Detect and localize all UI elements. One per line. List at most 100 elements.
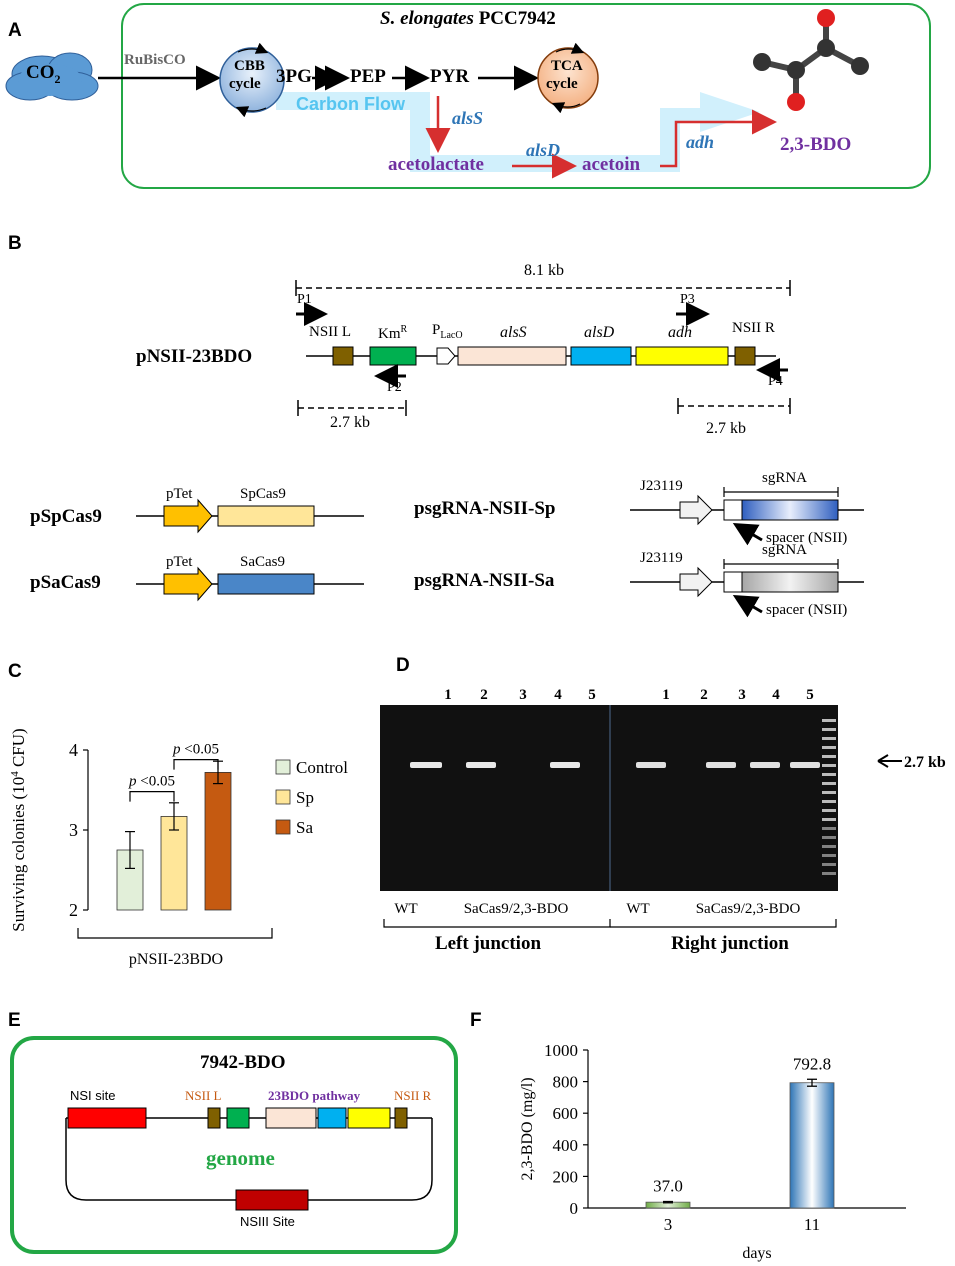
ladder-band — [822, 845, 836, 848]
panel-label-e: E — [8, 1010, 21, 1031]
nsiii-site-block — [235, 1189, 309, 1211]
bar-sa — [204, 772, 232, 911]
organism-title: S. elongates PCC7942 — [380, 8, 556, 29]
spcas9-label: SpCas9 — [240, 486, 286, 502]
ladder-band — [822, 773, 836, 776]
spacer-block-2 — [723, 571, 743, 593]
nsii-l-label: NSII L — [309, 324, 352, 340]
data-label: 792.8 — [793, 1054, 831, 1073]
y-tick-label: 1000 — [544, 1041, 578, 1060]
nsii-r-block-e — [394, 1107, 408, 1129]
construct-psgrna-sa: psgRNA-NSII-Sa — [414, 570, 555, 591]
bar-sp — [160, 815, 188, 911]
ladder-band — [822, 755, 836, 758]
co2-label: CO2 — [26, 62, 61, 86]
left-junction-label: Left junction — [435, 933, 542, 954]
ladder-band — [822, 746, 836, 749]
km-block — [369, 346, 417, 366]
size-left: 2.7 kb — [330, 414, 370, 431]
gel-band — [790, 762, 820, 768]
km-block-e — [226, 1107, 250, 1129]
y-tick-label: 800 — [553, 1073, 579, 1092]
ladder-band — [822, 818, 836, 821]
lane-label-right: 3 — [738, 687, 746, 703]
ladder-band — [822, 872, 836, 875]
panel-e-diagram — [10, 1036, 458, 1254]
wt-label-right: WT — [626, 901, 649, 917]
significance-label: p <0.05 — [128, 774, 175, 790]
panel-label-f: F — [470, 1010, 482, 1031]
nsiii-site-label: NSIII Site — [240, 1214, 295, 1229]
construct-psacas9: pSaCas9 — [30, 572, 101, 593]
legend-label-sa: Sa — [296, 818, 313, 837]
bdo-molecule-icon — [753, 9, 869, 111]
nsii-l-block — [332, 346, 354, 366]
panel-a-diagram — [5, 3, 931, 189]
spcas9-block — [217, 505, 315, 527]
lane-label-right: 4 — [772, 687, 780, 703]
nsi-site-block — [67, 1107, 147, 1129]
legend-swatch-sp — [275, 789, 291, 805]
ptet-arrow-2 — [163, 566, 213, 602]
ladder-band — [822, 809, 836, 812]
gel-band — [636, 762, 666, 768]
significance-label: p <0.05 — [172, 742, 219, 758]
adh-block — [635, 346, 729, 366]
legend-label-sp: Sp — [296, 788, 314, 807]
pathway-label-e: 23BDO pathway — [268, 1088, 361, 1103]
gel-band — [550, 762, 580, 768]
ptet-label-2: pTet — [166, 554, 193, 570]
gel-image — [380, 705, 838, 891]
cbb-label-1: CBB — [234, 58, 265, 74]
ptet-label-1: pTet — [166, 486, 193, 502]
ladder-band — [822, 737, 836, 740]
cell-frame — [121, 3, 931, 189]
lane-label-left: 2 — [480, 687, 488, 703]
panel-label-c: C — [8, 661, 22, 682]
j23119-label-2: J23119 — [640, 550, 683, 566]
metabolite-3pg: 3PG — [276, 66, 312, 87]
gel-band — [410, 762, 442, 768]
panel-label-d: D — [396, 655, 410, 676]
alsd-block — [570, 346, 632, 366]
lane-label-right: 5 — [806, 687, 814, 703]
lane-label-right: 2 — [700, 687, 708, 703]
sacas9-label: SaCas9 — [240, 554, 285, 570]
panel-label-b: B — [8, 233, 22, 254]
lane-label-right: 1 — [662, 687, 670, 703]
significance-bracket — [173, 759, 219, 770]
ladder-band — [822, 854, 836, 857]
placo-label: PLacO — [432, 322, 463, 341]
left-junction-bracket — [383, 919, 611, 928]
right-junction-label: Right junction — [671, 933, 789, 954]
carbon-flow-label: Carbon Flow — [296, 94, 405, 114]
sacas-label-left: SaCas9/2,3-BDO — [464, 901, 569, 917]
ladder-band — [822, 728, 836, 731]
nsii-r-label: NSII R — [732, 320, 775, 336]
adh-label: adh — [668, 324, 692, 341]
legend-swatch-control — [275, 759, 291, 775]
sacas9-block — [217, 573, 315, 595]
metabolite-pep: PEP — [350, 66, 386, 87]
primer-p2: P2 — [387, 380, 402, 395]
j23119-promoter-2 — [679, 566, 713, 598]
construct-pspcas9: pSpCas9 — [30, 506, 102, 527]
metabolite-pyr: PYR — [430, 66, 470, 87]
gel-band — [750, 762, 780, 768]
tca-label-2: cycle — [546, 76, 578, 92]
gel-band — [706, 762, 736, 768]
cbb-cycle-circle — [219, 47, 285, 113]
ladder-band — [822, 719, 836, 722]
metabolite-acetolactate: acetolactate — [388, 154, 484, 175]
sgrna-label-2: sgRNA — [762, 542, 808, 558]
x-axis-label: pNSII-23BDO — [129, 951, 223, 968]
y-tick-label: 2 — [69, 900, 78, 920]
x-tick-label: 3 — [664, 1215, 673, 1234]
legend-label-control: Control — [296, 758, 348, 777]
construct-pnsii-23bdo: pNSII-23BDO — [136, 346, 253, 367]
placo-promoter — [436, 347, 456, 365]
nsii-r-label-e: NSII R — [394, 1088, 432, 1103]
right-junction-bracket — [610, 919, 837, 928]
